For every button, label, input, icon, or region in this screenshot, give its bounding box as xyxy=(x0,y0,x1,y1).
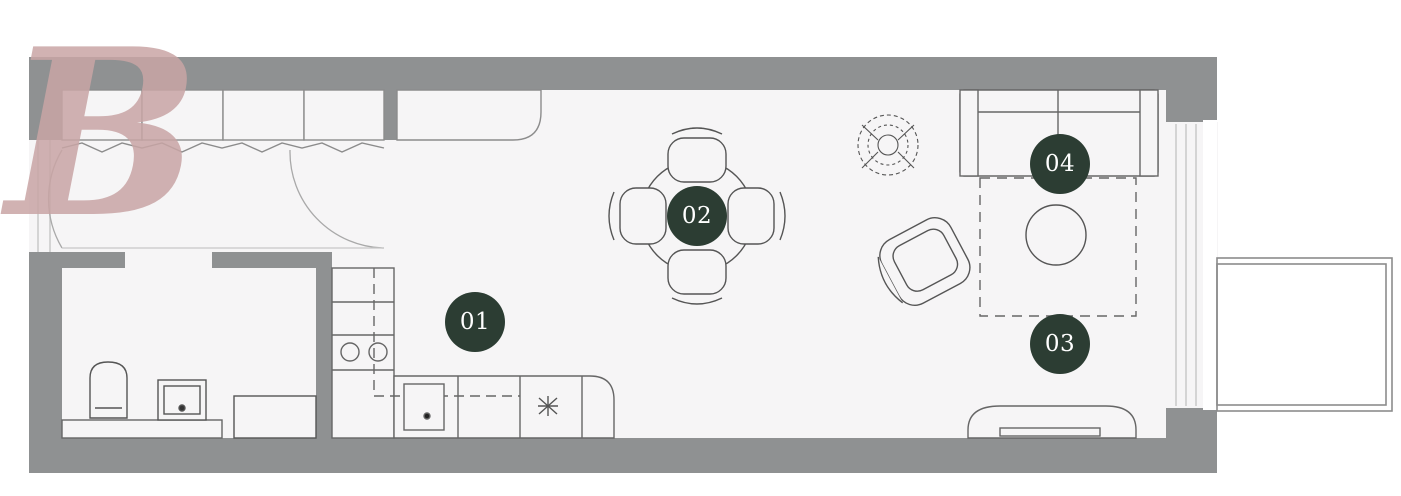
tv-cabinet-icon xyxy=(396,89,542,141)
coffee-table-icon xyxy=(1025,204,1087,266)
balcony-icon xyxy=(1216,257,1393,412)
brush-letter-b-logo: B xyxy=(0,0,200,269)
stove-hob-icon xyxy=(340,342,388,362)
fridge-icon xyxy=(538,396,558,416)
sink-icon xyxy=(403,383,445,431)
kitchen xyxy=(331,267,615,439)
window-icon xyxy=(37,124,1197,406)
toilet-icon xyxy=(89,361,128,419)
chair-icon xyxy=(667,127,727,183)
room-marker-01: 01 xyxy=(445,292,505,352)
svg-text:B: B xyxy=(0,0,200,269)
chair-icon xyxy=(667,249,727,305)
plant-icon xyxy=(857,114,919,176)
armchair-icon xyxy=(877,217,971,306)
bathroom xyxy=(61,268,317,439)
chair-icon xyxy=(727,187,786,245)
room-marker-04: 04 xyxy=(1030,134,1090,194)
room-marker-03: 03 xyxy=(1030,314,1090,374)
washbasin-icon xyxy=(157,379,207,421)
wardrobe-icon xyxy=(61,89,385,153)
chair-icon xyxy=(608,187,667,245)
tv-cabinet-icon xyxy=(967,405,1137,439)
room-marker-02: 02 xyxy=(667,186,727,246)
